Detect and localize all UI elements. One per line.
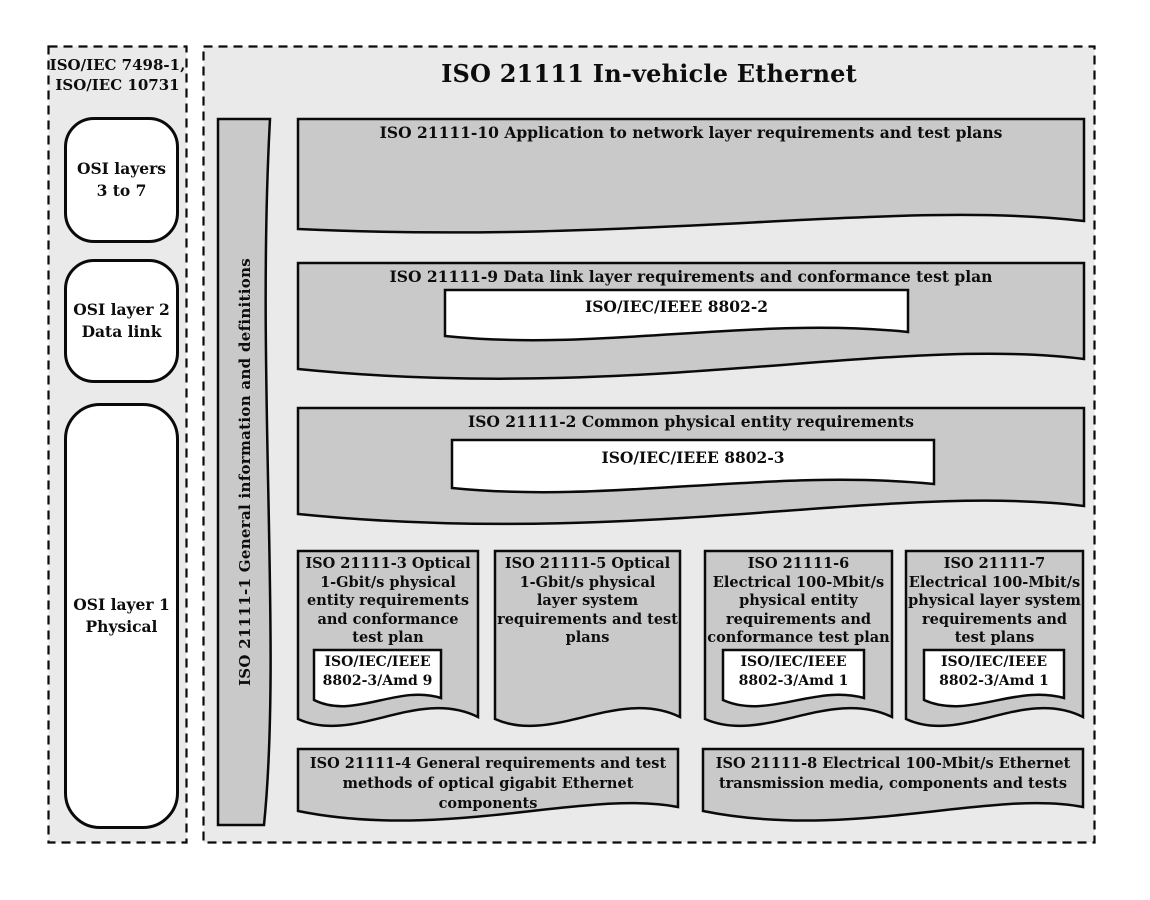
osi-panel-header-line2: ISO/IEC 10731 [55, 76, 180, 94]
phys-box-part6-label: ISO 21111-6 Electrical 100-Mbit/s physic… [707, 555, 890, 646]
inner-box-8802-3-amd1-b: ISO/IEC/IEEE 8802-3/Amd 1 [922, 648, 1066, 714]
inner-box-8802-3-shape [450, 438, 936, 494]
phys-box-part5: ISO 21111-5 Optical 1-Gbit/s physical la… [493, 549, 682, 737]
osi-box-layer1-physical: OSI layer 1 Physical [64, 403, 179, 829]
iso21111-panel: ISO 21111 In-vehicle Ethernet ISO 21111-… [202, 45, 1096, 844]
part1-bar-shape [216, 117, 272, 827]
osi-box-layer1-line1: OSI layer 1 [73, 595, 170, 614]
inner-box-8802-3-amd9: ISO/IEC/IEEE 8802-3/Amd 9 [312, 648, 443, 714]
band-part10-label: ISO 21111-10 Application to network laye… [379, 123, 1003, 142]
inner-box-8802-3-amd1-a-shape [721, 648, 866, 708]
osi-box-layers-3-7-line1: OSI layers [76, 159, 167, 178]
inner-box-8802-3-amd1-b-label: ISO/IEC/IEEE 8802-3/Amd 1 [939, 654, 1049, 689]
osi-box-layers-3-7: OSI layers 3 to 7 [64, 117, 179, 243]
osi-panel-header-line1: ISO/IEC 7498-1, [49, 56, 186, 74]
phys-box-part5-shape [493, 549, 682, 728]
osi-box-layer2-data-link: OSI layer 2 Data link [64, 259, 179, 383]
osi-box-layer2-line1: OSI layer 2 [73, 300, 170, 319]
inner-box-8802-3: ISO/IEC/IEEE 8802-3 [450, 438, 936, 500]
inner-box-8802-2-shape [443, 288, 910, 342]
bottom-box-part4: ISO 21111-4 General requirements and tes… [296, 747, 680, 832]
phys-box-part5-label: ISO 21111-5 Optical 1-Gbit/s physical la… [497, 555, 678, 646]
inner-box-8802-3-amd9-label: ISO/IEC/IEEE 8802-3/Amd 9 [322, 654, 433, 689]
phys-box-part3-label: ISO 21111-3 Optical 1-Gbit/s physical en… [305, 555, 471, 646]
osi-panel-header: ISO/IEC 7498-1, ISO/IEC 10731 [47, 55, 188, 95]
phys-box-part7: ISO 21111-7 Electrical 100-Mbit/s physic… [904, 549, 1085, 737]
bottom-box-part8: ISO 21111-8 Electrical 100-Mbit/s Ethern… [701, 747, 1085, 832]
part1-bar: ISO 21111-1 General information and defi… [216, 117, 274, 827]
phys-box-part7-label: ISO 21111-7 Electrical 100-Mbit/s physic… [908, 555, 1081, 646]
band-part9-label: ISO 21111-9 Data link layer requirements… [389, 267, 993, 286]
band-part2-label: ISO 21111-2 Common physical entity requi… [467, 412, 915, 431]
inner-box-8802-3-amd1-b-shape [922, 648, 1066, 708]
inner-box-8802-3-label: ISO/IEC/IEEE 8802-3 [601, 448, 785, 467]
phys-box-part3: ISO 21111-3 Optical 1-Gbit/s physical en… [296, 549, 480, 737]
band-part9: ISO 21111-9 Data link layer requirements… [296, 261, 1086, 391]
inner-box-8802-2: ISO/IEC/IEEE 8802-2 [443, 288, 910, 348]
osi-box-layers-3-7-line2: 3 to 7 [96, 181, 147, 200]
osi-box-layer2-line2: Data link [81, 322, 162, 341]
osi-box-layer1-line2: Physical [85, 617, 158, 636]
inner-box-8802-3-amd9-shape [312, 648, 443, 708]
inner-box-8802-3-amd1-a: ISO/IEC/IEEE 8802-3/Amd 1 [721, 648, 866, 714]
bottom-box-part8-shape [701, 747, 1085, 822]
inner-box-8802-3-amd1-a-label: ISO/IEC/IEEE 8802-3/Amd 1 [738, 654, 849, 689]
band-part10-shape [296, 117, 1086, 234]
bottom-box-part4-shape [296, 747, 680, 822]
phys-box-part6: ISO 21111-6 Electrical 100-Mbit/s physic… [703, 549, 894, 737]
bottom-box-part8-label: ISO 21111-8 Electrical 100-Mbit/s Ethern… [715, 755, 1071, 792]
bottom-box-part4-label: ISO 21111-4 General requirements and tes… [309, 755, 667, 812]
band-part2: ISO 21111-2 Common physical entity requi… [296, 406, 1086, 534]
osi-reference-panel: ISO/IEC 7498-1, ISO/IEC 10731 OSI layers… [47, 45, 188, 844]
diagram-title: ISO 21111 In-vehicle Ethernet [441, 59, 857, 88]
inner-box-8802-2-label: ISO/IEC/IEEE 8802-2 [584, 297, 769, 316]
part1-bar-label: ISO 21111-1 General information and defi… [236, 257, 254, 687]
band-part10: ISO 21111-10 Application to network laye… [296, 117, 1086, 239]
